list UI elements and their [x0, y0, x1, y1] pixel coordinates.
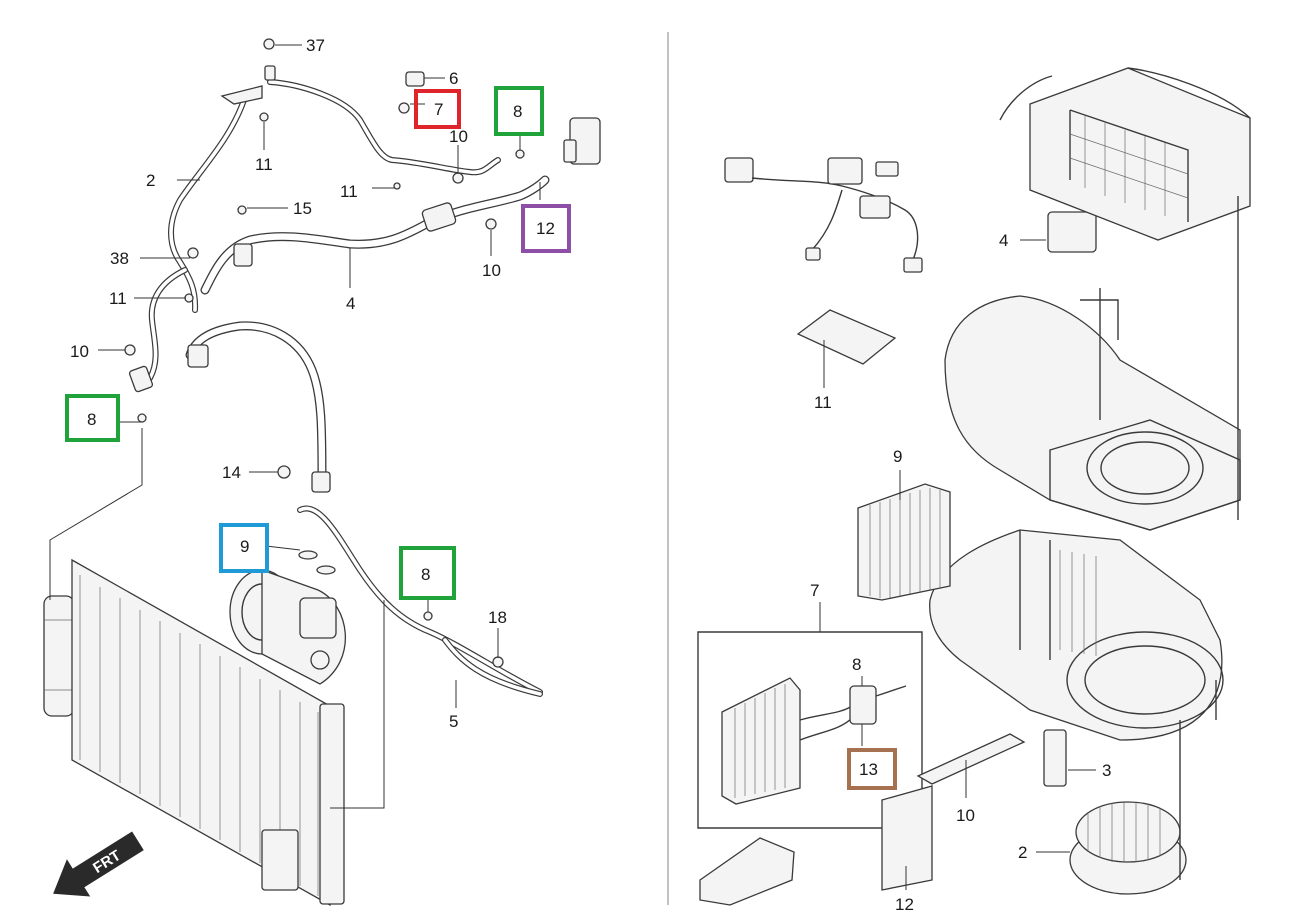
callout-10-mid: 10 [482, 261, 501, 280]
callout-8-right: 8 [852, 655, 861, 674]
highlight-box-7 [414, 89, 461, 129]
callout-10-top: 10 [449, 127, 468, 146]
callout-7-right: 7 [810, 581, 819, 600]
callout-38: 38 [110, 249, 129, 268]
callout-8-top: 8 [513, 102, 522, 121]
callout-2: 2 [146, 171, 155, 190]
callout-10-right: 10 [956, 806, 975, 825]
callout-15: 15 [293, 199, 312, 218]
front-direction-arrow: FRT [53, 831, 144, 897]
highlight-box-8-bottom [399, 546, 456, 600]
callout-13: 13 [859, 760, 878, 779]
callout-2-right: 2 [1018, 843, 1027, 862]
callout-8-bottom: 8 [421, 565, 430, 584]
highlight-box-8-left [65, 394, 120, 442]
callout-8-left: 8 [87, 410, 96, 429]
highlight-box-13 [847, 748, 897, 790]
callout-11-left: 11 [109, 289, 127, 308]
callout-9-right: 9 [893, 447, 902, 466]
callout-3: 3 [1102, 761, 1111, 780]
right-panel: 4 11 9 7 8 13 3 10 2 12 [697, 67, 1251, 914]
callout-37: 37 [306, 36, 325, 55]
callout-11-right: 11 [814, 393, 832, 412]
callout-11-mid: 11 [340, 182, 358, 201]
callout-18: 18 [488, 608, 507, 627]
callout-7: 7 [434, 100, 443, 119]
callout-6: 6 [449, 69, 458, 88]
callout-10-left: 10 [70, 342, 89, 361]
highlight-box-9 [219, 523, 269, 573]
highlight-box-12 [521, 204, 571, 253]
callout-12-right: 12 [895, 895, 914, 914]
callout-4: 4 [346, 294, 355, 313]
callout-4-right: 4 [999, 231, 1008, 250]
left-panel: FRT 37 6 7 10 8 11 2 11 15 1 [43, 36, 601, 907]
highlight-box-8-top [494, 86, 544, 136]
callout-9: 9 [240, 537, 249, 556]
callout-11-top: 11 [255, 155, 273, 174]
callout-12: 12 [536, 219, 555, 238]
callout-5: 5 [449, 712, 458, 731]
callout-14: 14 [222, 463, 241, 482]
